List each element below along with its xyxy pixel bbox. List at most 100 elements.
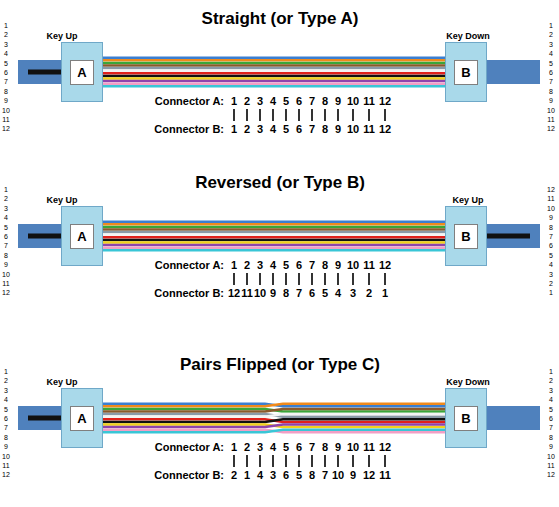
section-title: Straight (or Type A) — [202, 10, 359, 27]
fiber — [103, 67, 445, 70]
fiber — [103, 226, 445, 229]
pin-number: 6 — [283, 470, 289, 481]
pin-number: 4 — [270, 442, 276, 453]
fiber — [103, 430, 445, 433]
fiber-number: 8 — [549, 433, 553, 440]
mapping-bar — [352, 455, 354, 467]
pin-number: 9 — [335, 260, 341, 271]
mpo-connector: B — [445, 42, 487, 102]
cable-jacket — [487, 234, 530, 239]
pin-number: 3 — [257, 442, 263, 453]
fiber-number: 9 — [4, 97, 8, 104]
mapping-bar — [324, 273, 326, 285]
mapping-bar — [384, 109, 386, 121]
mapping-bar — [272, 455, 274, 467]
fiber — [103, 404, 445, 407]
mapping-bar — [337, 273, 339, 285]
row-header: Connector B: — [154, 470, 224, 481]
fiber-number: 10 — [547, 106, 555, 113]
fiber-number: 12 — [547, 471, 555, 478]
fiber-number: 10 — [547, 452, 555, 459]
fiber-number: 9 — [4, 443, 8, 450]
pin-number: 12 — [379, 124, 391, 135]
fiber — [103, 236, 445, 239]
section-title: Pairs Flipped (or Type C) — [180, 356, 380, 373]
fiber — [103, 80, 445, 83]
mapping-bar — [311, 109, 313, 121]
pin-number: 1 — [231, 96, 237, 107]
pin-number: 7 — [309, 442, 315, 453]
pin-number: 3 — [350, 288, 356, 299]
mapping-bar — [298, 109, 300, 121]
pin-number: 9 — [335, 96, 341, 107]
fiber-ribbon — [103, 404, 445, 433]
mpo-connector: A — [61, 42, 103, 102]
pin-number: 10 — [347, 260, 359, 271]
fiber-number: 4 — [4, 396, 8, 403]
pin-number: 1 — [231, 442, 237, 453]
cable-jacket — [28, 234, 61, 239]
pin-number: 9 — [335, 124, 341, 135]
mapping-bar — [368, 109, 370, 121]
fiber — [103, 72, 445, 75]
connector-letter: A — [70, 224, 93, 249]
pin-number: 2 — [244, 124, 250, 135]
mapping-bar — [285, 455, 287, 467]
fiber-number: 2 — [4, 31, 8, 38]
fiber-number: 4 — [549, 261, 553, 268]
fiber-number: 8 — [4, 251, 8, 258]
fiber — [103, 425, 445, 428]
mapping-bar — [368, 455, 370, 467]
fiber-number: 6 — [4, 415, 8, 422]
mapping-bar — [233, 455, 235, 467]
fiber-number: 7 — [549, 424, 553, 431]
fiber — [103, 419, 445, 422]
fiber-number: 2 — [4, 195, 8, 202]
fiber — [103, 223, 445, 226]
pin-number: 12 — [228, 288, 240, 299]
key-label: Key Up — [46, 196, 77, 205]
mpo-connector: B — [445, 388, 487, 448]
mapping-bar — [298, 273, 300, 285]
fiber-number: 11 — [547, 195, 554, 202]
fiber-number: 5 — [549, 59, 553, 66]
pin-number: 6 — [296, 260, 302, 271]
fiber — [103, 414, 445, 417]
pin-number: 6 — [296, 124, 302, 135]
pin-number: 9 — [335, 442, 341, 453]
pin-number: 12 — [379, 260, 391, 271]
fiber — [103, 244, 445, 247]
pin-number: 8 — [322, 442, 328, 453]
pin-number: 2 — [231, 470, 237, 481]
connector-letter: B — [454, 406, 477, 431]
fiber-number: 1 — [4, 22, 8, 29]
pin-number: 10 — [347, 442, 359, 453]
fiber-number: 9 — [549, 443, 553, 450]
fiber — [103, 425, 445, 428]
pin-number: 10 — [332, 470, 344, 481]
mapping-bar — [324, 455, 326, 467]
fiber-number: 3 — [4, 386, 8, 393]
key-label: Key Down — [446, 32, 490, 41]
fiber — [103, 404, 445, 407]
fiber-number: 6 — [4, 233, 8, 240]
fiber-number: 5 — [4, 223, 8, 230]
fiber — [103, 75, 445, 78]
pin-number: 11 — [363, 442, 375, 453]
fiber — [103, 249, 445, 252]
connector-boot — [18, 60, 61, 84]
mapping-bar — [324, 109, 326, 121]
fiber-number: 11 — [2, 280, 9, 287]
mpo-connector: A — [61, 388, 103, 448]
fiber-number: 10 — [2, 270, 10, 277]
mapping-bar — [285, 273, 287, 285]
fiber-number: 9 — [4, 261, 8, 268]
fiber-number: 5 — [549, 405, 553, 412]
pin-number: 10 — [254, 288, 266, 299]
fiber-number: 3 — [4, 40, 8, 47]
mapping-bar — [337, 109, 339, 121]
fiber — [103, 430, 445, 433]
mapping-bar — [259, 455, 261, 467]
row-header: Connector A: — [155, 260, 224, 271]
fiber-number: 2 — [4, 377, 8, 384]
